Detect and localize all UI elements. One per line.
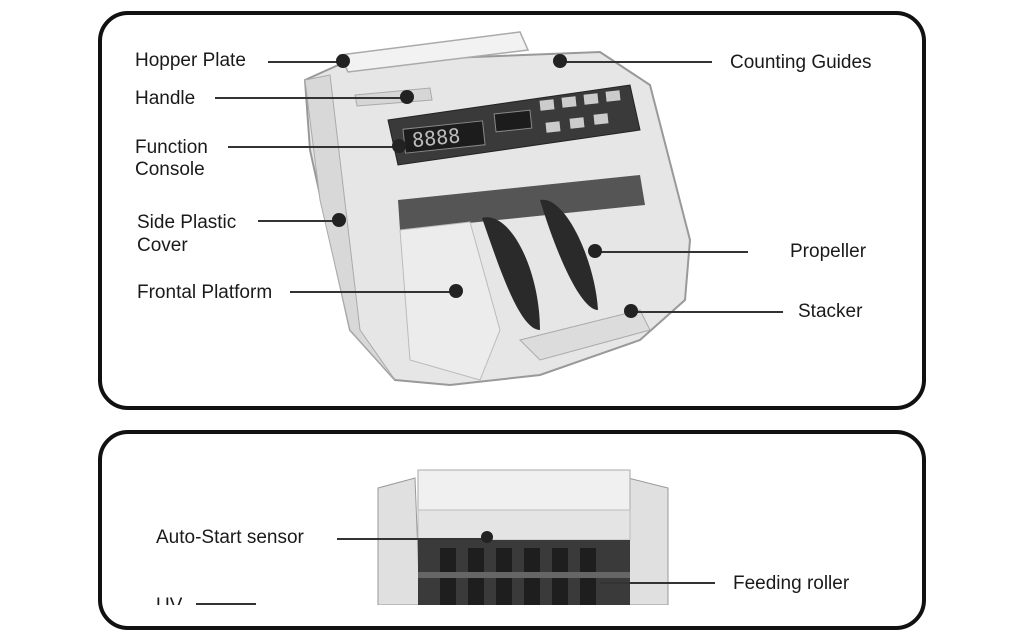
propeller-label: Propeller: [790, 241, 867, 262]
function-console-marker: [392, 139, 406, 153]
hopper-plate-label: Hopper Plate: [135, 50, 246, 71]
frontal-platform-leader: [290, 291, 455, 293]
hopper-plate-marker: [336, 54, 350, 68]
handle-marker: [400, 90, 414, 104]
side-plastic-cover-marker: [332, 213, 346, 227]
stacker-leader: [633, 311, 783, 313]
frontal-platform-label: Frontal Platform: [137, 282, 273, 303]
side-plastic-cover-leader: [258, 220, 333, 222]
propeller-leader: [598, 251, 748, 253]
hopper-plate-leader: [268, 61, 343, 63]
function-console-leader: [228, 146, 398, 148]
counting-guides-marker: [553, 54, 567, 68]
function-console-label-line1: Function: [135, 137, 208, 158]
propeller-marker: [588, 244, 602, 258]
counting-guides-leader: [562, 61, 712, 63]
side-plastic-cover-label-line2: Cover: [137, 235, 188, 256]
feeding-roller-label: Feeding roller: [733, 573, 850, 594]
svg-text:8888: 8888: [411, 123, 461, 152]
uv-leader: [196, 603, 256, 605]
handle-label: Handle: [135, 88, 196, 109]
stacker-marker: [624, 304, 638, 318]
handle-leader: [215, 97, 405, 99]
feeding-roller-leader: [600, 582, 715, 584]
side-plastic-cover-label-line1: Side Plastic: [137, 212, 237, 233]
uv-label: UV: [156, 594, 182, 605]
function-console-label-line2: Console: [135, 159, 205, 180]
stacker-label: Stacker: [798, 301, 863, 322]
auto-start-sensor-marker: [481, 531, 493, 543]
auto-start-sensor-label: Auto-Start sensor: [156, 527, 304, 548]
counting-guides-label: Counting Guides: [730, 52, 872, 73]
machine-illustration-top: 8888: [303, 31, 692, 387]
frontal-platform-marker: [449, 284, 463, 298]
auto-start-sensor-leader: [337, 538, 487, 540]
